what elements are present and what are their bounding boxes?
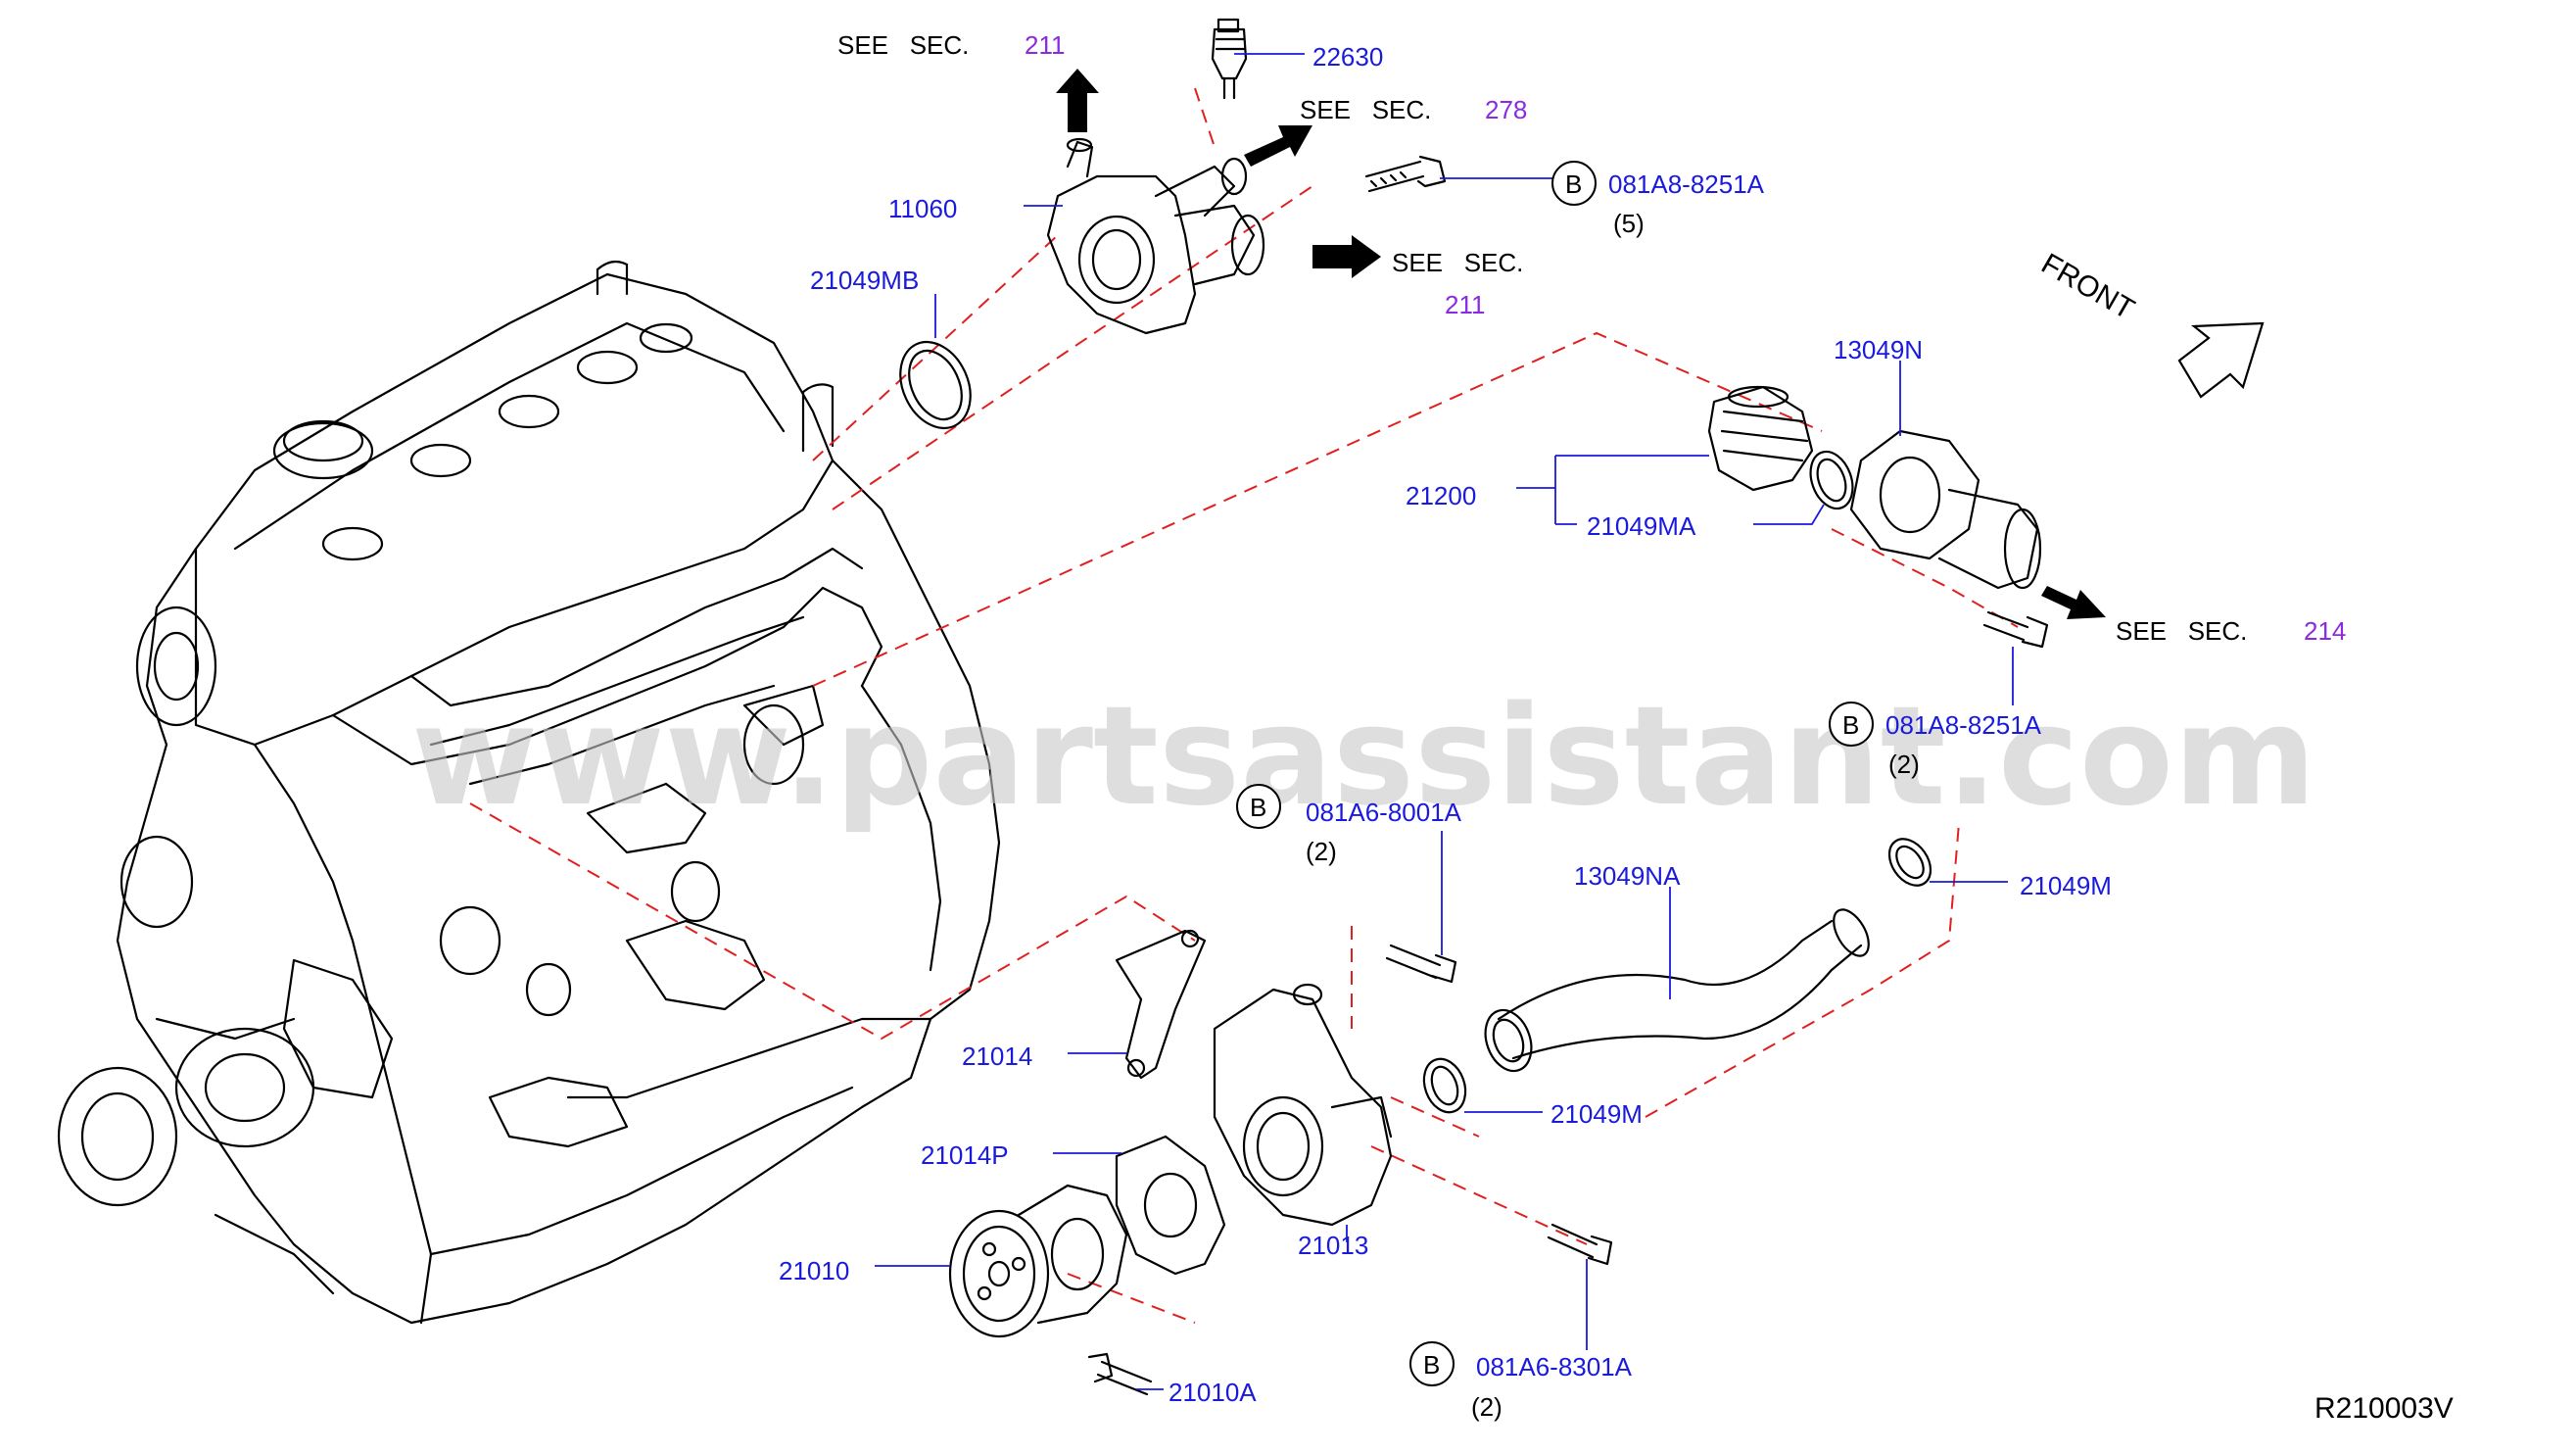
part-label-21200[interactable]: 21200 (1406, 481, 1476, 510)
see-sec-label-3: SEE SEC. (1392, 248, 1523, 277)
see-sec-label-4: SEE SEC. (2116, 616, 2247, 646)
part-label-21049M-upper[interactable]: 21049M (2020, 871, 2112, 900)
arrow-right-211 (1312, 235, 1381, 278)
gasket-21014[interactable] (1115, 929, 1207, 1080)
thermostat-21200[interactable] (1707, 385, 1814, 492)
bolt-qty-8001A: (2) (1306, 837, 1337, 866)
water-pipe-13049NA[interactable] (1477, 903, 1876, 1077)
see-sec-ref-211-mid[interactable]: 211 (1445, 290, 1485, 319)
part-label-13049N[interactable]: 13049N (1834, 335, 1923, 364)
arrow-up-211 (1056, 69, 1099, 132)
bolt-081A6-8001A[interactable] (1385, 944, 1457, 984)
part-label-21013[interactable]: 21013 (1298, 1231, 1368, 1260)
watermark-text: www.partsassistant.com (411, 677, 2316, 837)
bolt-badge-3: B (1250, 793, 1266, 822)
front-label: FRONT (2036, 247, 2140, 325)
bolt-badge-4: B (1423, 1350, 1440, 1380)
leader-lines (875, 53, 2014, 1390)
seal-21049M-lower[interactable] (1417, 1053, 1473, 1118)
part-label-22630[interactable]: 22630 (1312, 42, 1383, 72)
part-label-21010A[interactable]: 21010A (1169, 1378, 1257, 1407)
part-label-21049MA[interactable]: 21049MA (1587, 511, 1696, 541)
bolt-21010A[interactable] (1087, 1352, 1153, 1396)
bolt-081A6-8301A[interactable] (1547, 1223, 1613, 1266)
bolt-badge-2: B (1842, 710, 1859, 740)
gasket-21014P[interactable] (1115, 1135, 1226, 1276)
diagram-id: R210003V (2314, 1392, 2454, 1425)
see-sec-label-2: SEE SEC. (1300, 95, 1431, 124)
part-label-13049NA[interactable]: 13049NA (1574, 861, 1681, 891)
bolt-badge-1: B (1565, 170, 1582, 199)
part-label-21010[interactable]: 21010 (779, 1256, 849, 1285)
water-pump-21010[interactable] (948, 1184, 1128, 1338)
part-label-21049M-lower[interactable]: 21049M (1550, 1099, 1643, 1129)
bolt-qty-top: (5) (1613, 209, 1645, 238)
thermostat-housing-13049N[interactable] (1849, 429, 2042, 590)
bolt-qty-8301A: (2) (1471, 1392, 1503, 1422)
bolt-code-081A6-8001A[interactable]: 081A6-8001A (1306, 798, 1462, 827)
part-label-21014[interactable]: 21014 (962, 1042, 1032, 1071)
see-sec-ref-214[interactable]: 214 (2304, 616, 2346, 646)
front-direction-arrow-icon (2177, 321, 2265, 399)
gasket-21049MA[interactable] (1803, 446, 1860, 514)
part-label-21014P[interactable]: 21014P (921, 1140, 1009, 1170)
see-sec-ref-278[interactable]: 278 (1485, 95, 1527, 124)
bolt-081A8-8251A-right[interactable] (1982, 610, 2049, 649)
water-outlet-11060[interactable] (1046, 137, 1265, 335)
bolt-code-081A6-8301A[interactable]: 081A6-8301A (1476, 1352, 1633, 1381)
part-label-11060[interactable]: 11060 (888, 194, 957, 223)
bolt-code-081A8-8251A-top[interactable]: 081A8-8251A (1608, 170, 1765, 199)
arrow-right-278 (1244, 125, 1312, 167)
engine-block-drawing (57, 260, 1001, 1325)
bolt-081A8-8251A-top[interactable] (1364, 155, 1447, 193)
bolt-code-081A8-8251A-right[interactable]: 081A8-8251A (1885, 710, 2042, 740)
water-inlet-21013[interactable] (1213, 983, 1393, 1227)
bolt-qty-right: (2) (1888, 750, 1920, 779)
temperature-sensor-22630[interactable] (1211, 18, 1248, 100)
badges (1236, 161, 1874, 1386)
see-sec-label-1: SEE SEC. (837, 30, 969, 60)
seal-21049M-upper[interactable] (1881, 831, 1938, 893)
see-sec-ref-211-top[interactable]: 211 (1025, 30, 1065, 60)
gasket-21049MB[interactable] (887, 330, 984, 439)
arrow-right-214 (2041, 586, 2106, 619)
part-label-21049MB[interactable]: 21049MB (810, 266, 919, 295)
